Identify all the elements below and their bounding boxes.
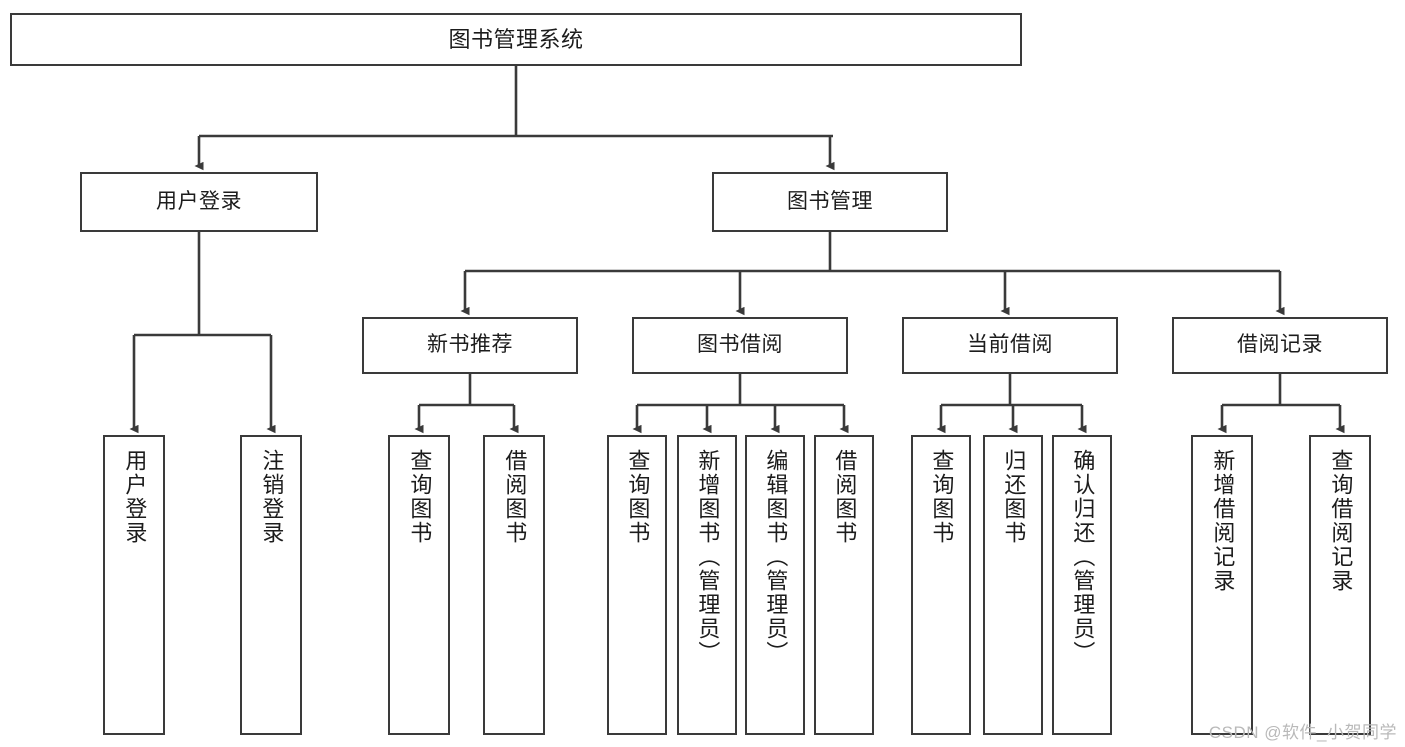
node-leaf-query-book-2[interactable]: 查询图书 [607, 435, 667, 735]
node-leaf-borrow-book-2[interactable]: 借阅图书 [814, 435, 874, 735]
node-borrow-record[interactable]: 借阅记录 [1172, 317, 1388, 374]
node-leaf-add-record[interactable]: 新增借阅记录 [1191, 435, 1253, 735]
node-leaf-user-logout-label: 注销登录 [259, 449, 285, 545]
node-leaf-query-record-label: 查询借阅记录 [1328, 449, 1354, 593]
node-root-system-label: 图书管理系统 [448, 26, 584, 52]
node-leaf-borrow-book-1-label: 借阅图书 [502, 449, 528, 545]
node-book-manage-label: 图书管理 [787, 189, 873, 213]
node-leaf-query-book-1[interactable]: 查询图书 [388, 435, 450, 735]
node-book-borrow-label: 图书借阅 [697, 333, 783, 357]
node-new-book-recommend-label: 新书推荐 [427, 333, 513, 357]
node-new-book-recommend[interactable]: 新书推荐 [362, 317, 578, 374]
node-book-borrow[interactable]: 图书借阅 [632, 317, 848, 374]
node-current-borrow[interactable]: 当前借阅 [902, 317, 1118, 374]
node-leaf-add-book-label: 新增图书（管理员） [695, 449, 721, 665]
node-borrow-record-label: 借阅记录 [1237, 333, 1323, 357]
node-leaf-query-book-3-label: 查询图书 [929, 449, 955, 545]
node-root-system[interactable]: 图书管理系统 [10, 13, 1022, 66]
node-user-login-label: 用户登录 [156, 189, 242, 213]
node-leaf-edit-book-label: 编辑图书（管理员） [763, 449, 789, 665]
node-leaf-user-login-label: 用户登录 [122, 449, 148, 545]
node-leaf-add-record-label: 新增借阅记录 [1210, 449, 1236, 593]
node-book-manage[interactable]: 图书管理 [712, 172, 948, 232]
node-leaf-confirm-return-label: 确认归还（管理员） [1070, 449, 1096, 665]
node-leaf-return-book-label: 归还图书 [1001, 449, 1027, 545]
node-leaf-borrow-book-1[interactable]: 借阅图书 [483, 435, 545, 735]
node-leaf-query-book-3[interactable]: 查询图书 [911, 435, 971, 735]
node-leaf-confirm-return[interactable]: 确认归还（管理员） [1052, 435, 1112, 735]
node-leaf-user-logout[interactable]: 注销登录 [240, 435, 302, 735]
node-leaf-query-record[interactable]: 查询借阅记录 [1309, 435, 1371, 735]
node-leaf-query-book-2-label: 查询图书 [625, 449, 651, 545]
node-leaf-borrow-book-2-label: 借阅图书 [832, 449, 858, 545]
node-leaf-user-login[interactable]: 用户登录 [103, 435, 165, 735]
node-leaf-query-book-1-label: 查询图书 [407, 449, 433, 545]
node-current-borrow-label: 当前借阅 [967, 333, 1053, 357]
node-leaf-add-book[interactable]: 新增图书（管理员） [677, 435, 737, 735]
node-user-login[interactable]: 用户登录 [80, 172, 318, 232]
node-leaf-return-book[interactable]: 归还图书 [983, 435, 1043, 735]
node-leaf-edit-book[interactable]: 编辑图书（管理员） [745, 435, 805, 735]
